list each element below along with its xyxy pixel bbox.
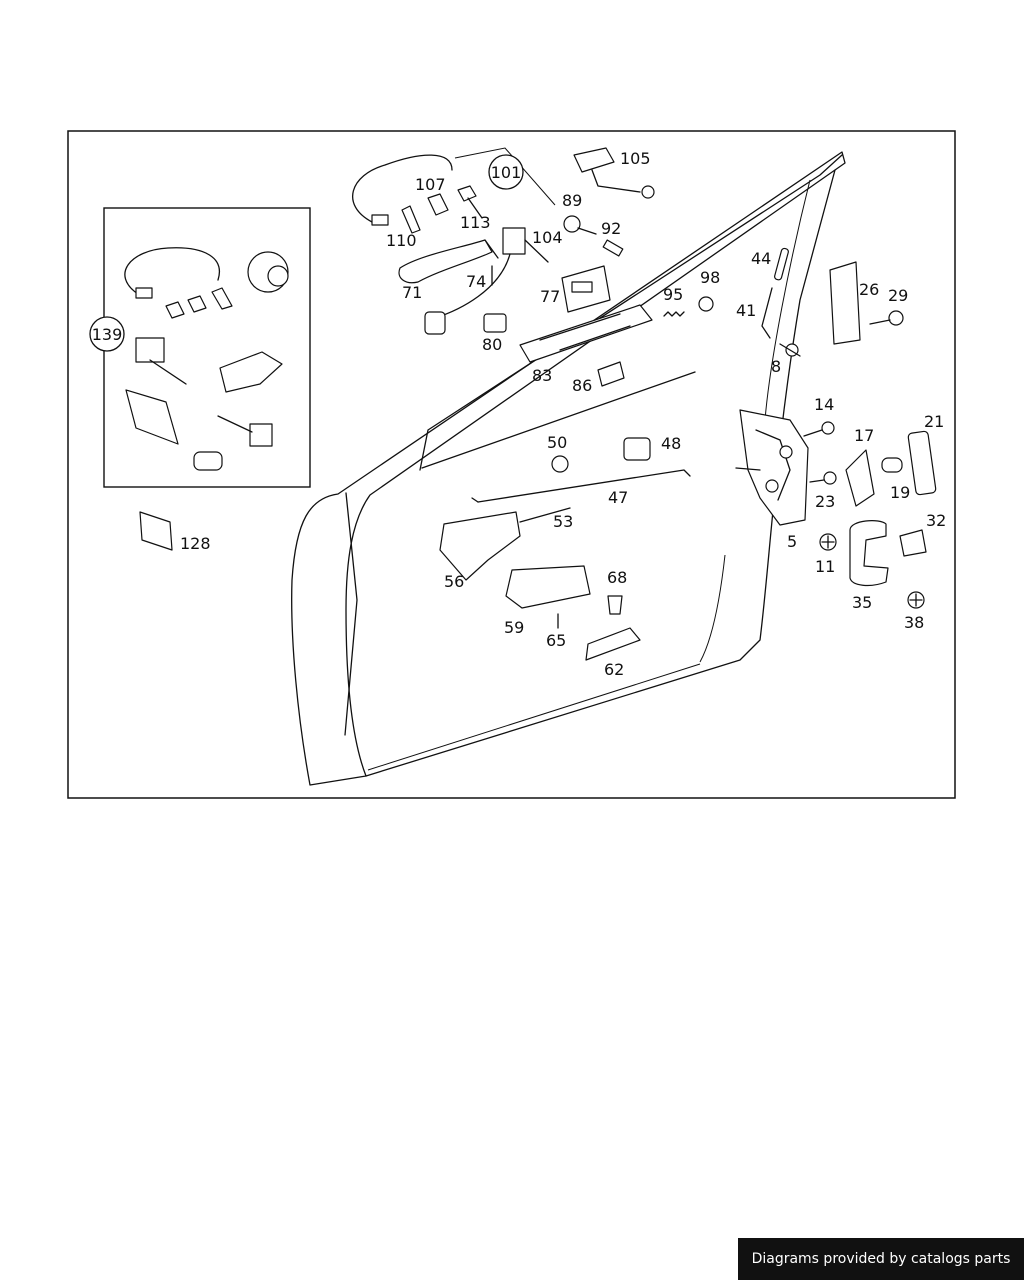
stud-68 — [607, 595, 623, 615]
callout-139: 139 — [92, 325, 123, 344]
grommet-98 — [698, 296, 714, 312]
callout-80: 80 — [482, 335, 502, 354]
key-107-part — [427, 193, 449, 216]
credit-banner: Diagrams provided by catalogs parts — [738, 1238, 1024, 1280]
callout-101: 101 — [491, 163, 522, 182]
callout-86: 86 — [572, 376, 592, 395]
door-latch — [735, 409, 809, 526]
callout-104: 104 — [532, 228, 563, 247]
pin-92 — [602, 239, 624, 257]
callout-labels: 101 139 105 107 113 110 104 89 92 71 74 … — [89, 149, 946, 679]
clip-80 — [483, 313, 507, 333]
callout-11: 11 — [815, 557, 835, 576]
callout-32: 32 — [926, 511, 946, 530]
lock-set-inset — [103, 207, 311, 488]
callout-89: 89 — [562, 191, 582, 210]
callout-59: 59 — [504, 618, 524, 637]
key-113-part — [457, 185, 483, 219]
outer-handle-71 — [398, 239, 499, 284]
callout-8: 8 — [771, 357, 781, 376]
handle-carrier-77 — [561, 265, 611, 313]
striker-17 — [845, 449, 875, 507]
callout-circle-139 — [89, 316, 125, 352]
inner-handle-56 — [439, 511, 521, 581]
cable-loop-107 — [352, 154, 453, 226]
callout-113: 113 — [460, 213, 491, 232]
trim-26 — [829, 261, 861, 345]
callout-128: 128 — [180, 534, 211, 553]
rod-41 — [761, 287, 773, 339]
callout-50: 50 — [547, 433, 567, 452]
callout-29: 29 — [888, 286, 908, 305]
part-19 — [881, 457, 903, 473]
callout-38: 38 — [904, 613, 924, 632]
callout-21: 21 — [924, 412, 944, 431]
callout-95: 95 — [663, 285, 683, 304]
spring-95 — [663, 311, 685, 317]
screw-14 — [803, 421, 835, 437]
callout-14: 14 — [814, 395, 834, 414]
callout-77: 77 — [540, 287, 560, 306]
lock-set-139 — [124, 247, 289, 471]
clip-50 — [551, 455, 569, 473]
callout-17: 17 — [854, 426, 874, 445]
callout-5: 5 — [787, 532, 797, 551]
callout-105: 105 — [620, 149, 651, 168]
handle-frame-83 — [519, 304, 653, 363]
screw-23 — [809, 471, 837, 485]
callout-62: 62 — [604, 660, 624, 679]
cover-62 — [585, 627, 641, 661]
callout-circle-101 — [488, 154, 524, 190]
callout-23: 23 — [815, 492, 835, 511]
callout-26: 26 — [859, 280, 879, 299]
clip-48 — [623, 437, 651, 461]
diagram-frame — [67, 130, 956, 799]
callout-92: 92 — [601, 219, 621, 238]
handle-housing-59 — [505, 565, 591, 609]
callout-47: 47 — [608, 488, 628, 507]
callout-74: 74 — [466, 272, 486, 291]
callout-107: 107 — [415, 175, 446, 194]
bracket-105 — [573, 147, 655, 199]
screw-11-cross — [821, 535, 835, 549]
leader-101 — [454, 147, 556, 206]
trim-128 — [139, 511, 173, 551]
callout-35: 35 — [852, 593, 872, 612]
bracket-104 — [424, 227, 549, 335]
bracket-35 — [849, 520, 889, 587]
callout-19: 19 — [890, 483, 910, 502]
callout-83: 83 — [532, 366, 552, 385]
screw-38-cross — [909, 593, 923, 607]
rod-47-hook — [471, 497, 479, 503]
screw-29 — [869, 310, 904, 326]
callout-41: 41 — [736, 301, 756, 320]
screw-89 — [563, 215, 597, 235]
callout-98: 98 — [700, 268, 720, 287]
spring-clip-86 — [597, 361, 625, 387]
callout-71: 71 — [402, 283, 422, 302]
bolt-8 — [779, 343, 801, 357]
callout-48: 48 — [661, 434, 681, 453]
callout-65: 65 — [546, 631, 566, 650]
callout-56: 56 — [444, 572, 464, 591]
rod-53 — [519, 507, 571, 523]
callout-53: 53 — [553, 512, 573, 531]
plate-21 — [907, 430, 937, 496]
key-110-part — [401, 205, 421, 234]
callout-110: 110 — [386, 231, 417, 250]
callout-44: 44 — [751, 249, 771, 268]
rod-47 — [477, 469, 691, 503]
clip-32 — [899, 529, 927, 557]
callout-68: 68 — [607, 568, 627, 587]
rod-44 — [774, 247, 789, 281]
